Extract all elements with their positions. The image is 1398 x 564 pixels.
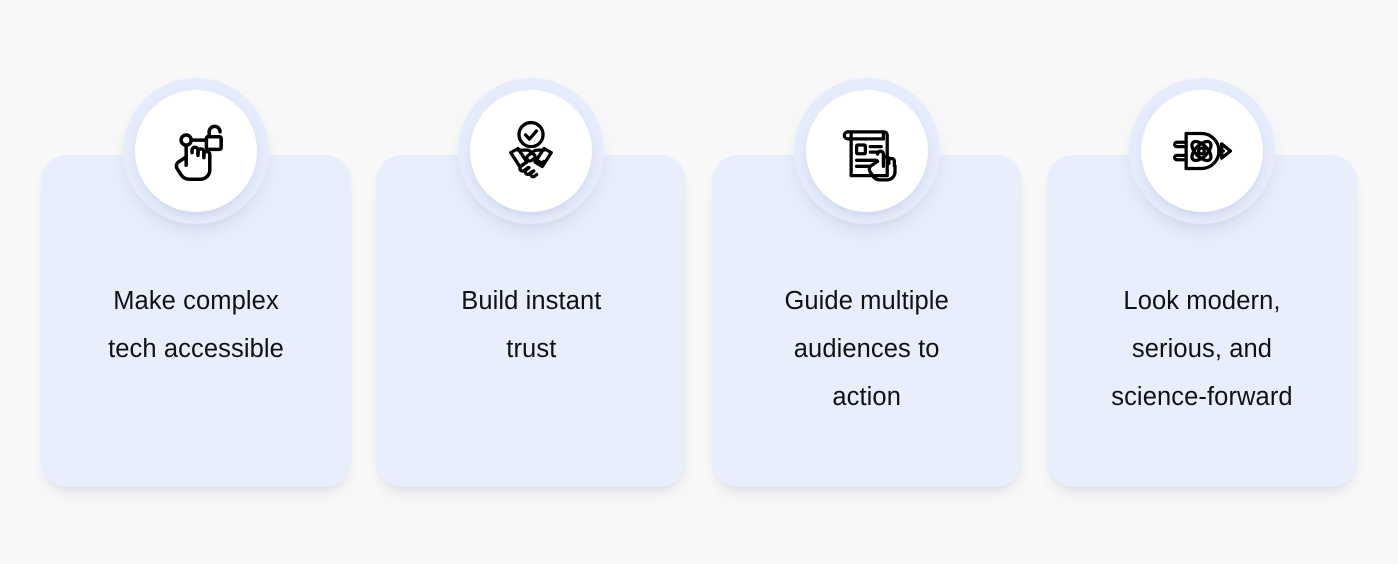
document-pointing-hand-icon: [832, 116, 902, 186]
icon-badge: [123, 78, 269, 224]
cards-row: Make complex tech accessible: [41, 78, 1357, 487]
card-make-complex-tech-accessible[interactable]: Make complex tech accessible: [41, 78, 351, 487]
plug-atom-arrow-icon: [1167, 116, 1237, 186]
icon-badge: [1128, 78, 1275, 224]
card-title: Build instant trust: [461, 287, 602, 363]
card-guide-multiple-audiences-to-action[interactable]: Guide multiple audiences to action: [711, 78, 1022, 487]
card-build-instant-trust[interactable]: Build instant trust: [376, 78, 687, 487]
icon-badge: [793, 78, 940, 224]
icon-inner-circle: [1140, 90, 1263, 212]
card-title: Guide multiple audiences to action: [784, 287, 949, 411]
hand-pointing-unlock-icon: [161, 116, 231, 186]
icon-inner-circle: [805, 90, 928, 212]
icon-inner-circle: [135, 90, 257, 212]
icon-inner-circle: [470, 90, 593, 212]
handshake-check-icon: [496, 116, 566, 186]
card-title: Look modern, serious, and science-forwar…: [1111, 287, 1293, 411]
card-look-modern-serious-science-forward[interactable]: Look modern, serious, and science-forwar…: [1046, 78, 1357, 487]
icon-badge: [458, 78, 605, 224]
card-title: Make complex tech accessible: [108, 287, 284, 363]
